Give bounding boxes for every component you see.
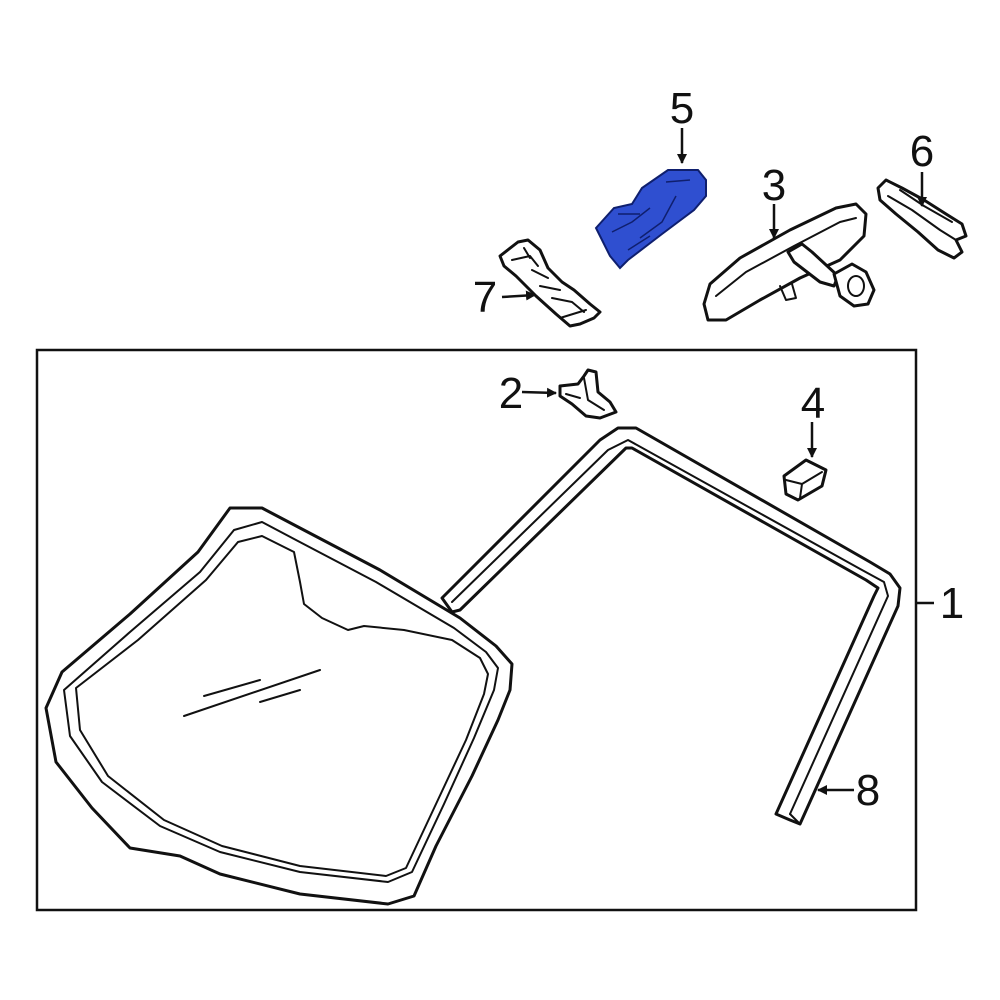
parts-group-frame [35,348,918,912]
part-3-rearview-mirror[interactable] [702,202,876,322]
part-6-clip[interactable] [876,178,968,260]
leader-2 [521,387,557,398]
callout-6: 6 [910,127,934,176]
windshield-glass[interactable] [44,506,514,906]
part-5-cover-shape[interactable] [594,169,707,270]
callout-7: 7 [473,273,497,322]
callout-5: 5 [670,84,694,133]
part-8-windshield-molding[interactable] [440,426,902,826]
callout-2: 2 [499,369,523,418]
part-7-bracket[interactable] [498,238,602,328]
callout-1: 1 [940,579,964,628]
callout-4: 4 [801,379,825,428]
glass-reflection-lines [183,669,321,717]
part-2-mount-bracket[interactable] [558,368,618,420]
leader-7 [501,290,536,301]
part-5-detail-lines [611,179,691,251]
callout-8: 8 [856,766,880,815]
part-5-cover[interactable] [594,169,707,270]
callout-3: 3 [762,161,786,210]
part-4-pad[interactable] [782,458,828,502]
